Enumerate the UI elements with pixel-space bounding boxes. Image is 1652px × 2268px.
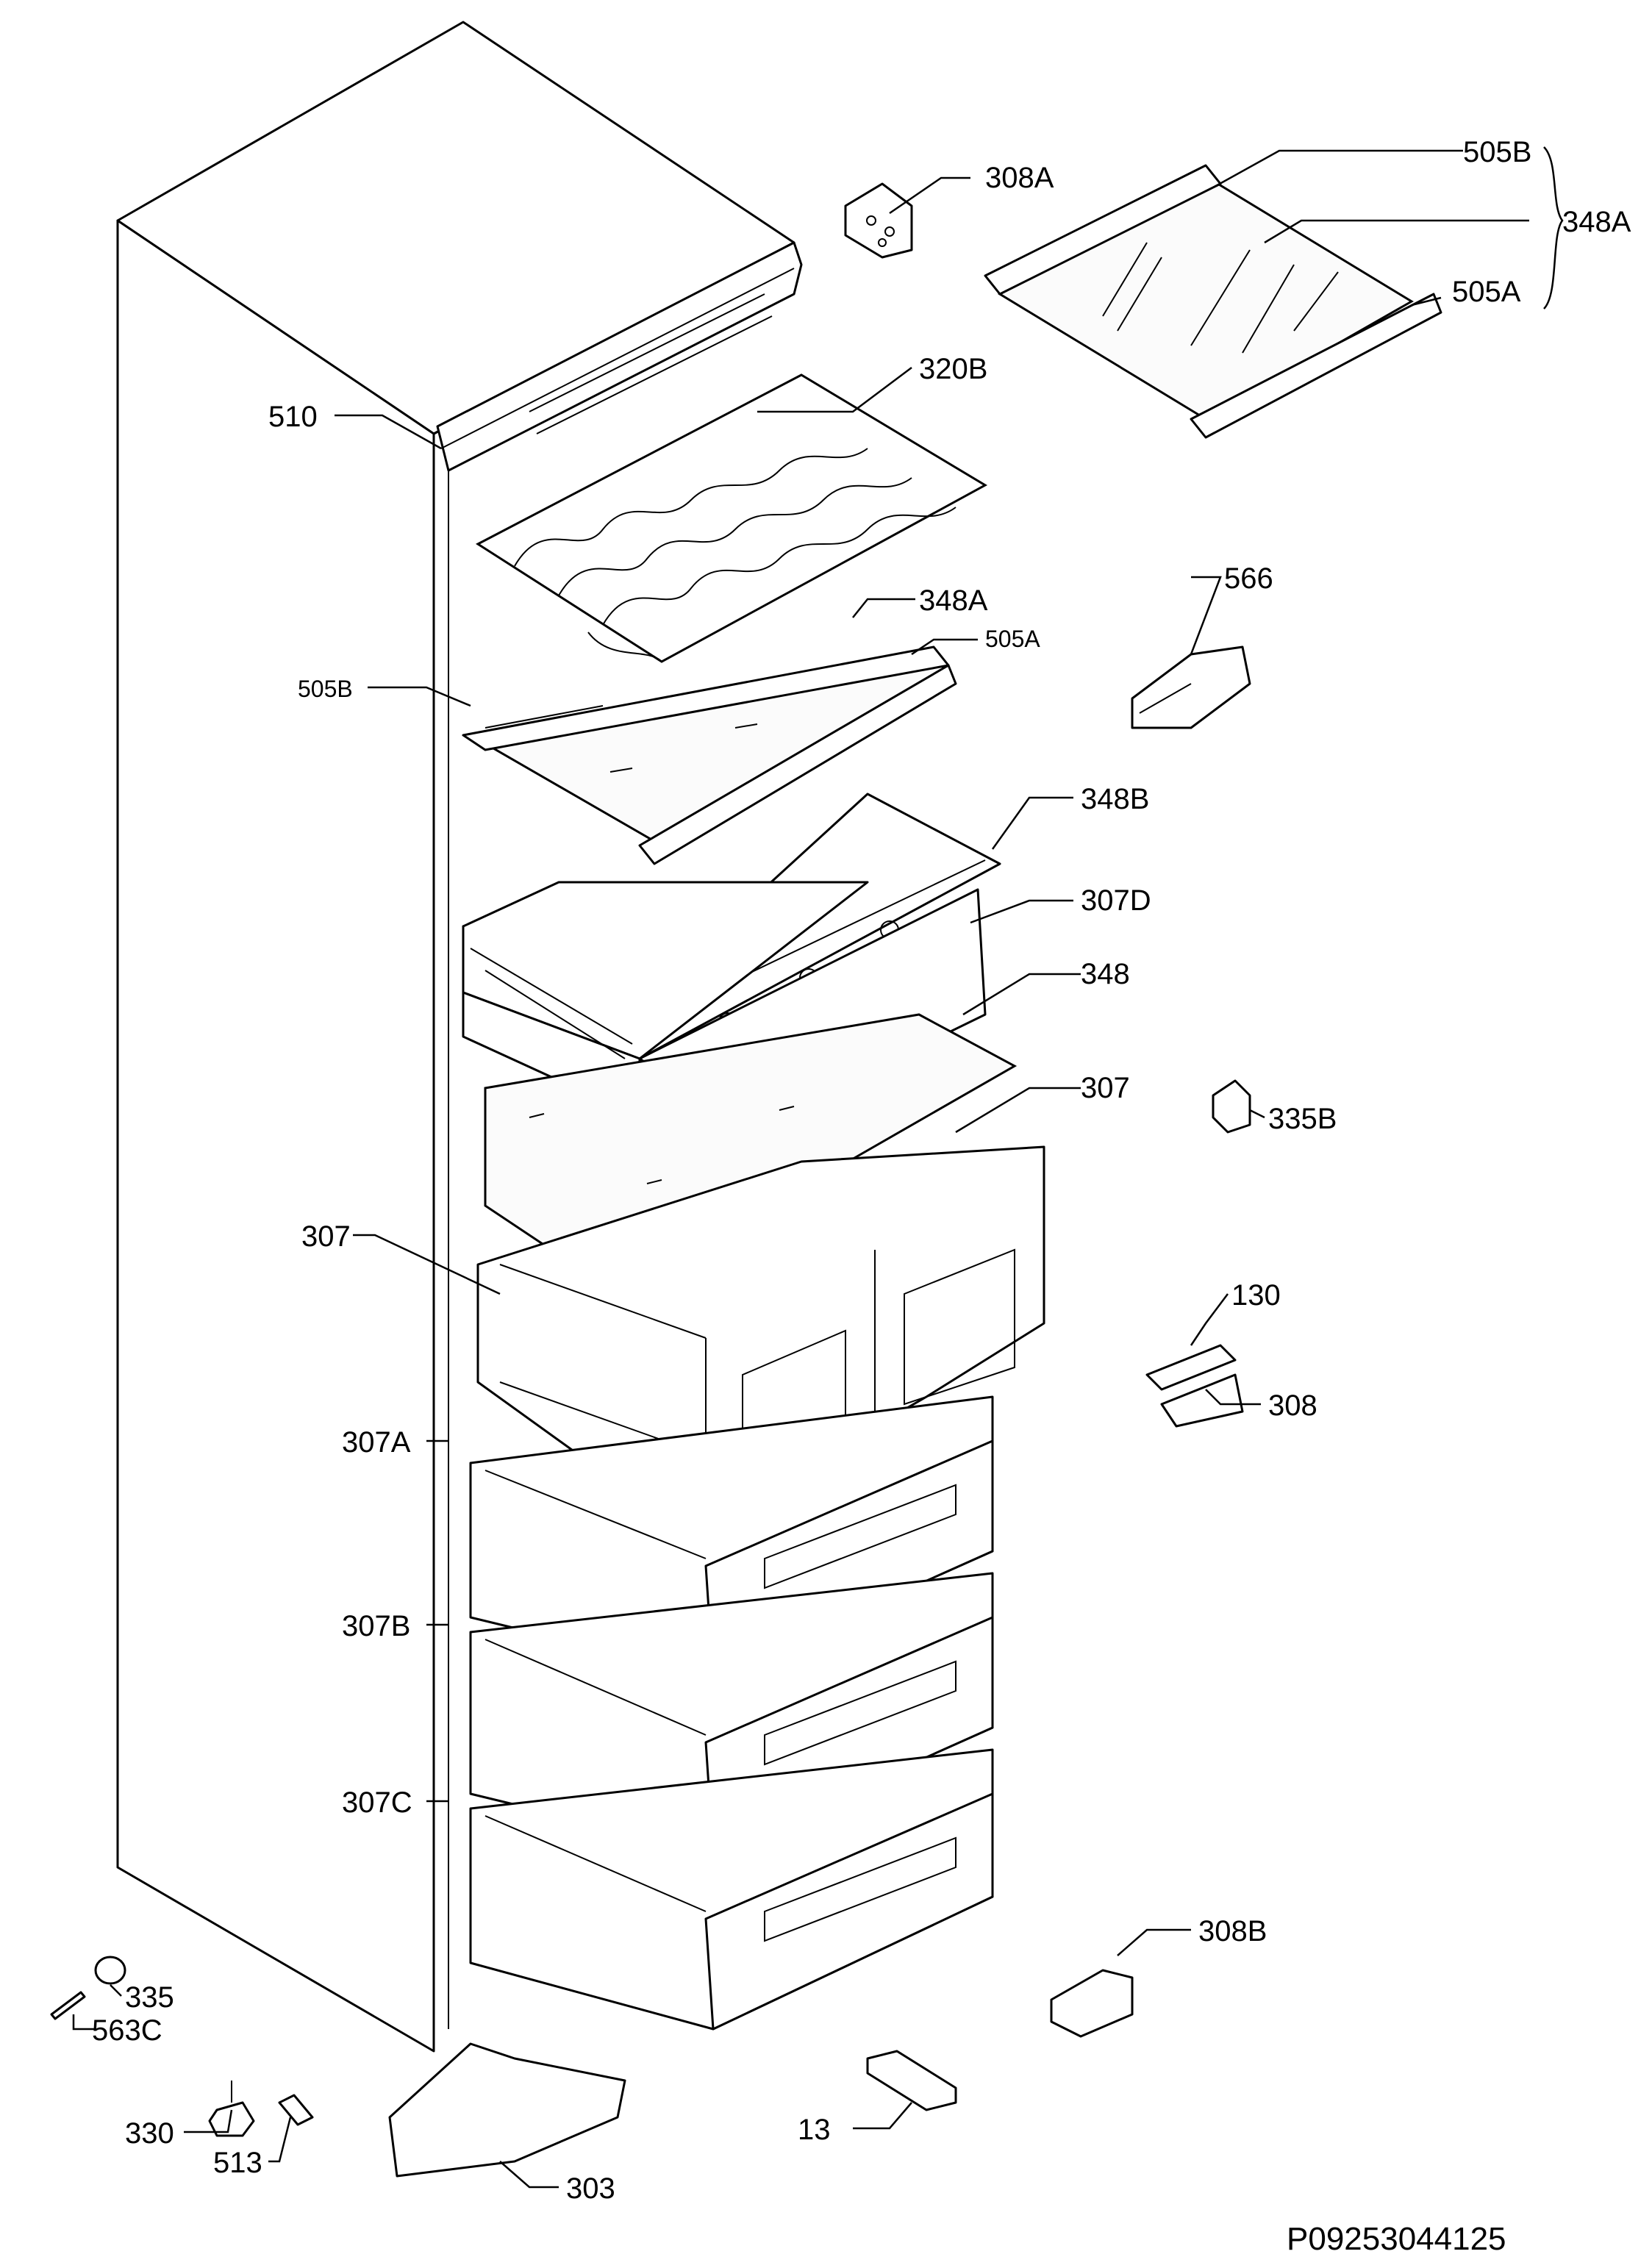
label-348: 348 [1081, 958, 1130, 990]
part-13 [866, 2050, 957, 2111]
wine-rack [476, 373, 988, 663]
label-307a: 307A [342, 1426, 411, 1459]
crisper-307 [476, 1145, 1045, 1516]
label-566: 566 [1224, 562, 1273, 595]
drawer-307c [469, 1748, 994, 2031]
label-303: 303 [566, 2172, 615, 2205]
glass-shelf-top [984, 164, 1442, 439]
label-505b: 505B [298, 676, 353, 702]
clip-513 [278, 2094, 314, 2126]
label-308b: 308B [1198, 1915, 1267, 1947]
cap-335b [1212, 1079, 1251, 1134]
label-513: 513 [213, 2147, 262, 2179]
door-stop-566 [1131, 645, 1251, 729]
glass-shelf-middle [462, 645, 957, 865]
label-335b: 335B [1268, 1103, 1337, 1135]
plinth-303 [388, 2042, 626, 2178]
foot-330 [208, 2081, 255, 2137]
label-348b: 348B [1081, 783, 1149, 815]
label-13: 13 [798, 2114, 831, 2146]
hinge-308a [844, 182, 913, 259]
label-348a: 348A [919, 584, 988, 617]
label-505a: 505A [985, 626, 1040, 652]
diagram-code: P09253044125 [1287, 2221, 1506, 2257]
label-563c: 563C [92, 2014, 162, 2047]
part-335 [94, 1956, 126, 1985]
label-308: 308 [1268, 1389, 1317, 1422]
label-307c: 307C [342, 1786, 412, 1819]
label-307-right: 307 [1081, 1072, 1130, 1104]
label-320b: 320B [919, 353, 987, 385]
label-307b: 307B [342, 1610, 410, 1642]
hinge-130-308 [1145, 1344, 1244, 1428]
label-505a-top: 505A [1452, 276, 1521, 308]
label-307d: 307D [1081, 884, 1151, 917]
label-330: 330 [125, 2117, 174, 2150]
leader-lines [72, 146, 1564, 2189]
label-505b-top: 505B [1463, 136, 1531, 168]
hinge-308b [1050, 1969, 1134, 2038]
label-130: 130 [1231, 1279, 1281, 1312]
label-510: 510 [268, 401, 318, 433]
label-335: 335 [125, 1981, 174, 2014]
pin-563c [50, 1991, 86, 2020]
part-labels: 308A 505B 348A 505A 320B 510 348A 505A 5… [92, 136, 1631, 2205]
label-308a: 308A [985, 162, 1054, 194]
label-307-left: 307 [301, 1220, 351, 1253]
control-panel [436, 241, 803, 472]
label-348a-group: 348A [1562, 206, 1631, 238]
